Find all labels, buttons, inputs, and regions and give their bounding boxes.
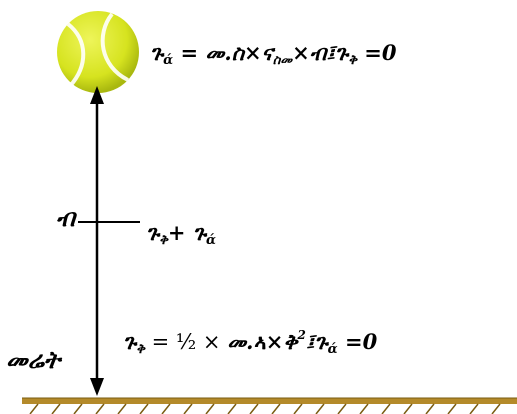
height-label: ብ: [56, 203, 76, 232]
eq-bot-half: ½: [175, 330, 197, 354]
eq-top-body: መ.ስ×ና: [205, 40, 273, 65]
eq-bot-tail: ፤ጉ: [305, 329, 328, 354]
eq-mid-b-sub: ά: [206, 233, 217, 248]
eq-mid-b: ጉ: [192, 220, 207, 245]
eq-mid-a: ጉ: [146, 220, 160, 245]
eq-bot-times: ×: [196, 330, 228, 354]
equation-bottom: ጉቅ = ½ × መ.ኣ×ቅ2፤ጉά =0: [123, 328, 378, 356]
eq-bot-tail-sub: ά: [327, 342, 338, 357]
eq-bot-lhs-sub: ቅ: [136, 342, 145, 357]
eq-top-body-sub: ስመ: [272, 53, 293, 68]
eq-bot-equals: =: [144, 330, 176, 354]
eq-mid-a-sub: ቅ: [159, 233, 168, 248]
eq-bot-end: =0: [337, 329, 378, 354]
ground-label: መሬት: [6, 345, 61, 374]
height-arrow: [90, 86, 104, 396]
eq-bot-pow: 2: [297, 328, 306, 342]
ground-surface: [22, 397, 517, 414]
eq-mid-plus: +: [167, 220, 193, 245]
eq-top-lhs-sub: ά: [163, 53, 174, 68]
eq-top-tail: ×ብ፤ጉ: [292, 40, 349, 65]
equation-top: ጉά = መ.ስ×ናስመ×ብ፤ጉቅ =0: [150, 40, 397, 67]
eq-bot-body: መ.ኣ×ቅ: [227, 329, 298, 354]
eq-bot-lhs: ጉ: [123, 329, 137, 354]
eq-top-equals: =: [173, 40, 206, 65]
tennis-ball-icon: [57, 11, 139, 93]
eq-top-lhs: ጉ: [150, 40, 164, 65]
equation-middle: ጉቅ+ ጉά: [146, 220, 216, 247]
eq-top-end: =0: [356, 40, 397, 65]
eq-top-tail-sub: ቅ: [348, 53, 357, 68]
